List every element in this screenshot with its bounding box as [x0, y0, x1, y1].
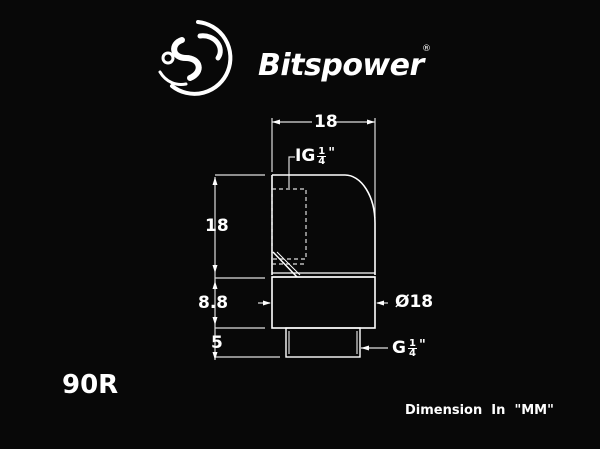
middle-height-dimension: 8.8 — [198, 293, 229, 313]
registered-mark: ® — [422, 44, 431, 54]
numerator: 1 — [317, 145, 327, 157]
denominator: 4 — [318, 155, 326, 167]
numerator: 1 — [407, 337, 417, 349]
upper-height-dimension: 18 — [205, 216, 229, 236]
model-label: 90R — [62, 370, 119, 400]
brand-logo-text: Bitspower — [258, 48, 424, 83]
thread-height-dimension: 5 — [211, 333, 223, 353]
width-dimension: 18 — [314, 112, 338, 132]
diameter-dimension: Ø18 — [395, 292, 434, 312]
inch-mark: " — [328, 146, 336, 161]
inch-mark: " — [418, 338, 426, 353]
dimension-unit-note: Dimension In "MM" — [405, 403, 554, 418]
inner-thread-prefix: IG — [295, 146, 316, 166]
dragon-logo-icon — [158, 20, 233, 96]
outer-thread-prefix: G — [392, 338, 406, 358]
denominator: 4 — [408, 347, 416, 359]
